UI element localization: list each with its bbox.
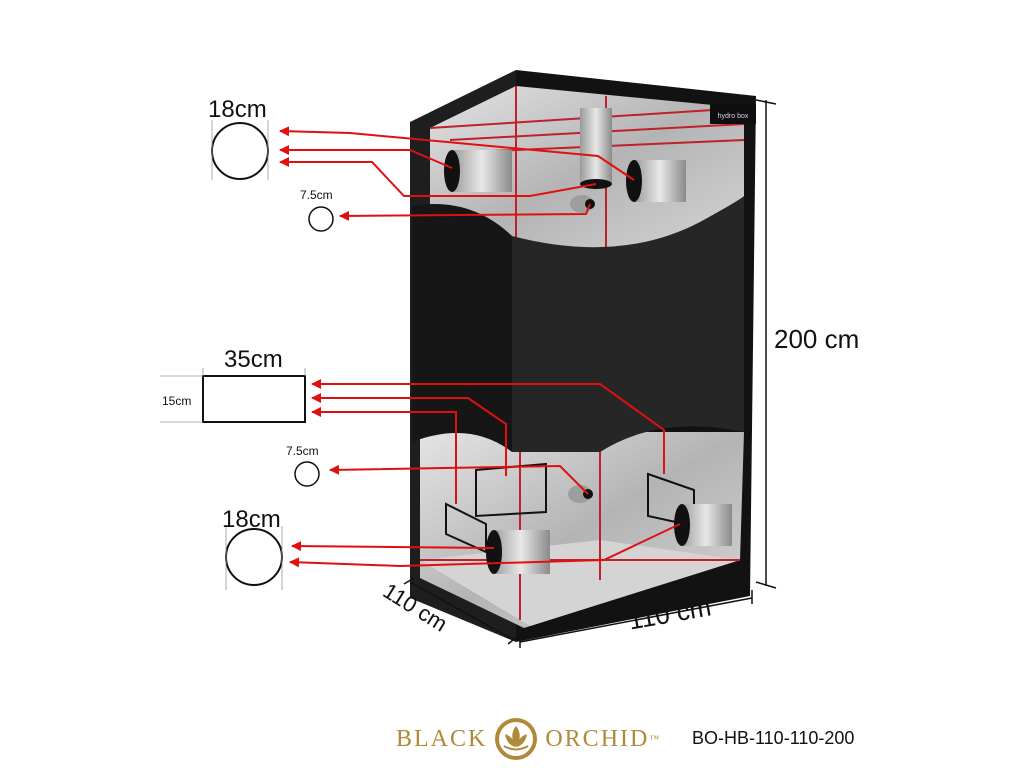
bottom-small-port-label: 7.5cm [286, 444, 319, 458]
arrow-bottom-left-duct [291, 541, 495, 552]
vent-width-label: 35cm [224, 346, 283, 373]
tent-front-panel [512, 196, 744, 452]
bottom-left-duct [486, 530, 550, 574]
shape-dimension-guides [160, 120, 306, 590]
arrow-bottom-small-port [329, 464, 589, 495]
bottom-round-port-shape [225, 528, 283, 586]
brand-logo: BLACK ORCHID ™ [396, 716, 659, 762]
top-round-port-label: 18cm [208, 96, 267, 123]
brand-word-left: BLACK [396, 725, 488, 752]
arrow-top-small-port [339, 203, 591, 221]
arrow-top-left-duct [279, 145, 453, 169]
height-label: 200 cm [774, 324, 860, 354]
top-small-port-shape [308, 206, 334, 232]
bottom-right-duct [674, 504, 732, 546]
top-right-duct [626, 160, 686, 202]
callout-arrows [279, 126, 681, 568]
vent-rect-shape [202, 375, 306, 423]
brand-trademark: ™ [649, 733, 660, 745]
grow-tent: hydro box [410, 70, 756, 642]
top-small-port-label: 7.5cm [300, 188, 333, 202]
arrow-vent-center [311, 393, 507, 476]
tent-badge-text: hydro box [718, 113, 749, 120]
arrow-vent-right [311, 379, 665, 474]
bottom-small-port-shape [294, 461, 320, 487]
vent-height-label: 15cm [162, 394, 192, 408]
tent-door-flap-left [412, 204, 512, 452]
arrow-top-right-duct [279, 126, 635, 181]
arrow-bottom-right-duct [289, 523, 681, 568]
arrow-top-center-duct [279, 157, 597, 197]
bottom-round-port-label: 18cm [222, 506, 281, 533]
width-dimension-line [519, 597, 753, 643]
dimension-lines [403, 99, 777, 648]
brand-word-right: ORCHID [545, 725, 650, 752]
top-center-duct [580, 108, 612, 189]
model-code: BO-HB-110-110-200 [692, 728, 855, 748]
lotus-icon [495, 718, 538, 760]
top-round-port-shape [211, 122, 269, 180]
arrow-vent-left [311, 407, 457, 504]
tent-badge [710, 104, 756, 124]
depth-dimension-line [409, 581, 515, 641]
top-left-duct [444, 150, 512, 192]
